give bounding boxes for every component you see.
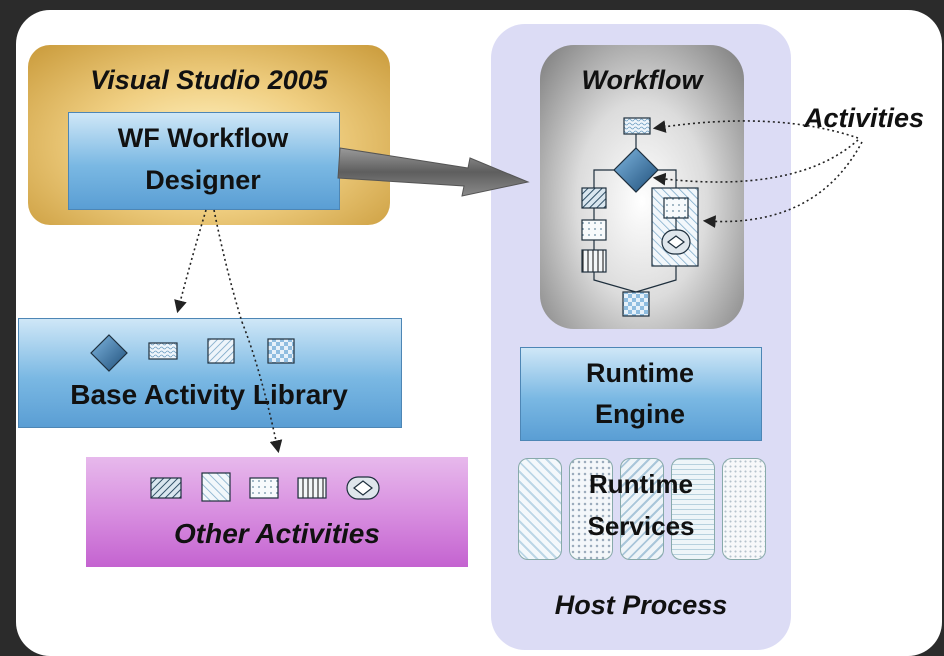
workflow-label: Workflow [581, 64, 703, 95]
activity-icon-1 [148, 342, 178, 360]
other-activities-icons [150, 472, 380, 502]
runtime-engine-line2: Engine [594, 398, 685, 429]
activity-icon-2 [207, 338, 235, 364]
base-activity-library-label: Base Activity Library [70, 379, 348, 410]
other-activities-box [86, 457, 468, 567]
runtime-engine-line1: Runtime [586, 357, 694, 388]
diagram-canvas: Visual Studio 2005 WF Workflow Designer … [16, 10, 942, 656]
workflow-activity-left-2 [581, 219, 607, 241]
runtime-service-4 [671, 458, 715, 560]
workflow-activity-left-3 [581, 249, 607, 273]
wf-designer-line1: WF Workflow [117, 122, 289, 153]
other-activity-icon-1 [150, 477, 182, 499]
workflow-activity-left-1 [581, 187, 607, 209]
workflow-box [540, 45, 744, 329]
other-activity-icon-4 [297, 477, 327, 499]
wf-designer-line2: Designer [145, 164, 261, 195]
runtime-services-line2: Services [587, 510, 695, 541]
designer-to-library-arrows [174, 209, 283, 454]
base-activity-library-box [18, 318, 402, 428]
designer-to-workflow-arrow [337, 147, 530, 197]
base-library-icons [90, 334, 295, 372]
runtime-engine-box [520, 347, 762, 441]
activity-icon-3 [267, 338, 295, 364]
diagram-graphics [90, 117, 863, 502]
other-activities-label: Other Activities [174, 518, 380, 549]
other-activity-icon-2 [201, 472, 231, 502]
runtime-service-5 [722, 458, 766, 560]
workflow-activity-bottom [622, 291, 650, 317]
workflow-flowchart [581, 117, 699, 317]
workflow-decision-diamond [613, 147, 659, 193]
visual-studio-label: Visual Studio 2005 [90, 64, 328, 95]
activities-label: Activities [803, 102, 925, 133]
runtime-service-1 [518, 458, 562, 560]
runtime-service-3 [620, 458, 664, 560]
workflow-activity-top [623, 117, 651, 135]
activities-callout-arrows [652, 120, 863, 228]
other-activity-icon-3 [249, 477, 279, 499]
workflow-activity-right-1 [663, 197, 689, 219]
runtime-service-2 [569, 458, 613, 560]
diamond-icon [90, 334, 128, 372]
runtime-services-line1: Runtime [589, 468, 693, 499]
host-process-label: Host Process [554, 589, 728, 620]
